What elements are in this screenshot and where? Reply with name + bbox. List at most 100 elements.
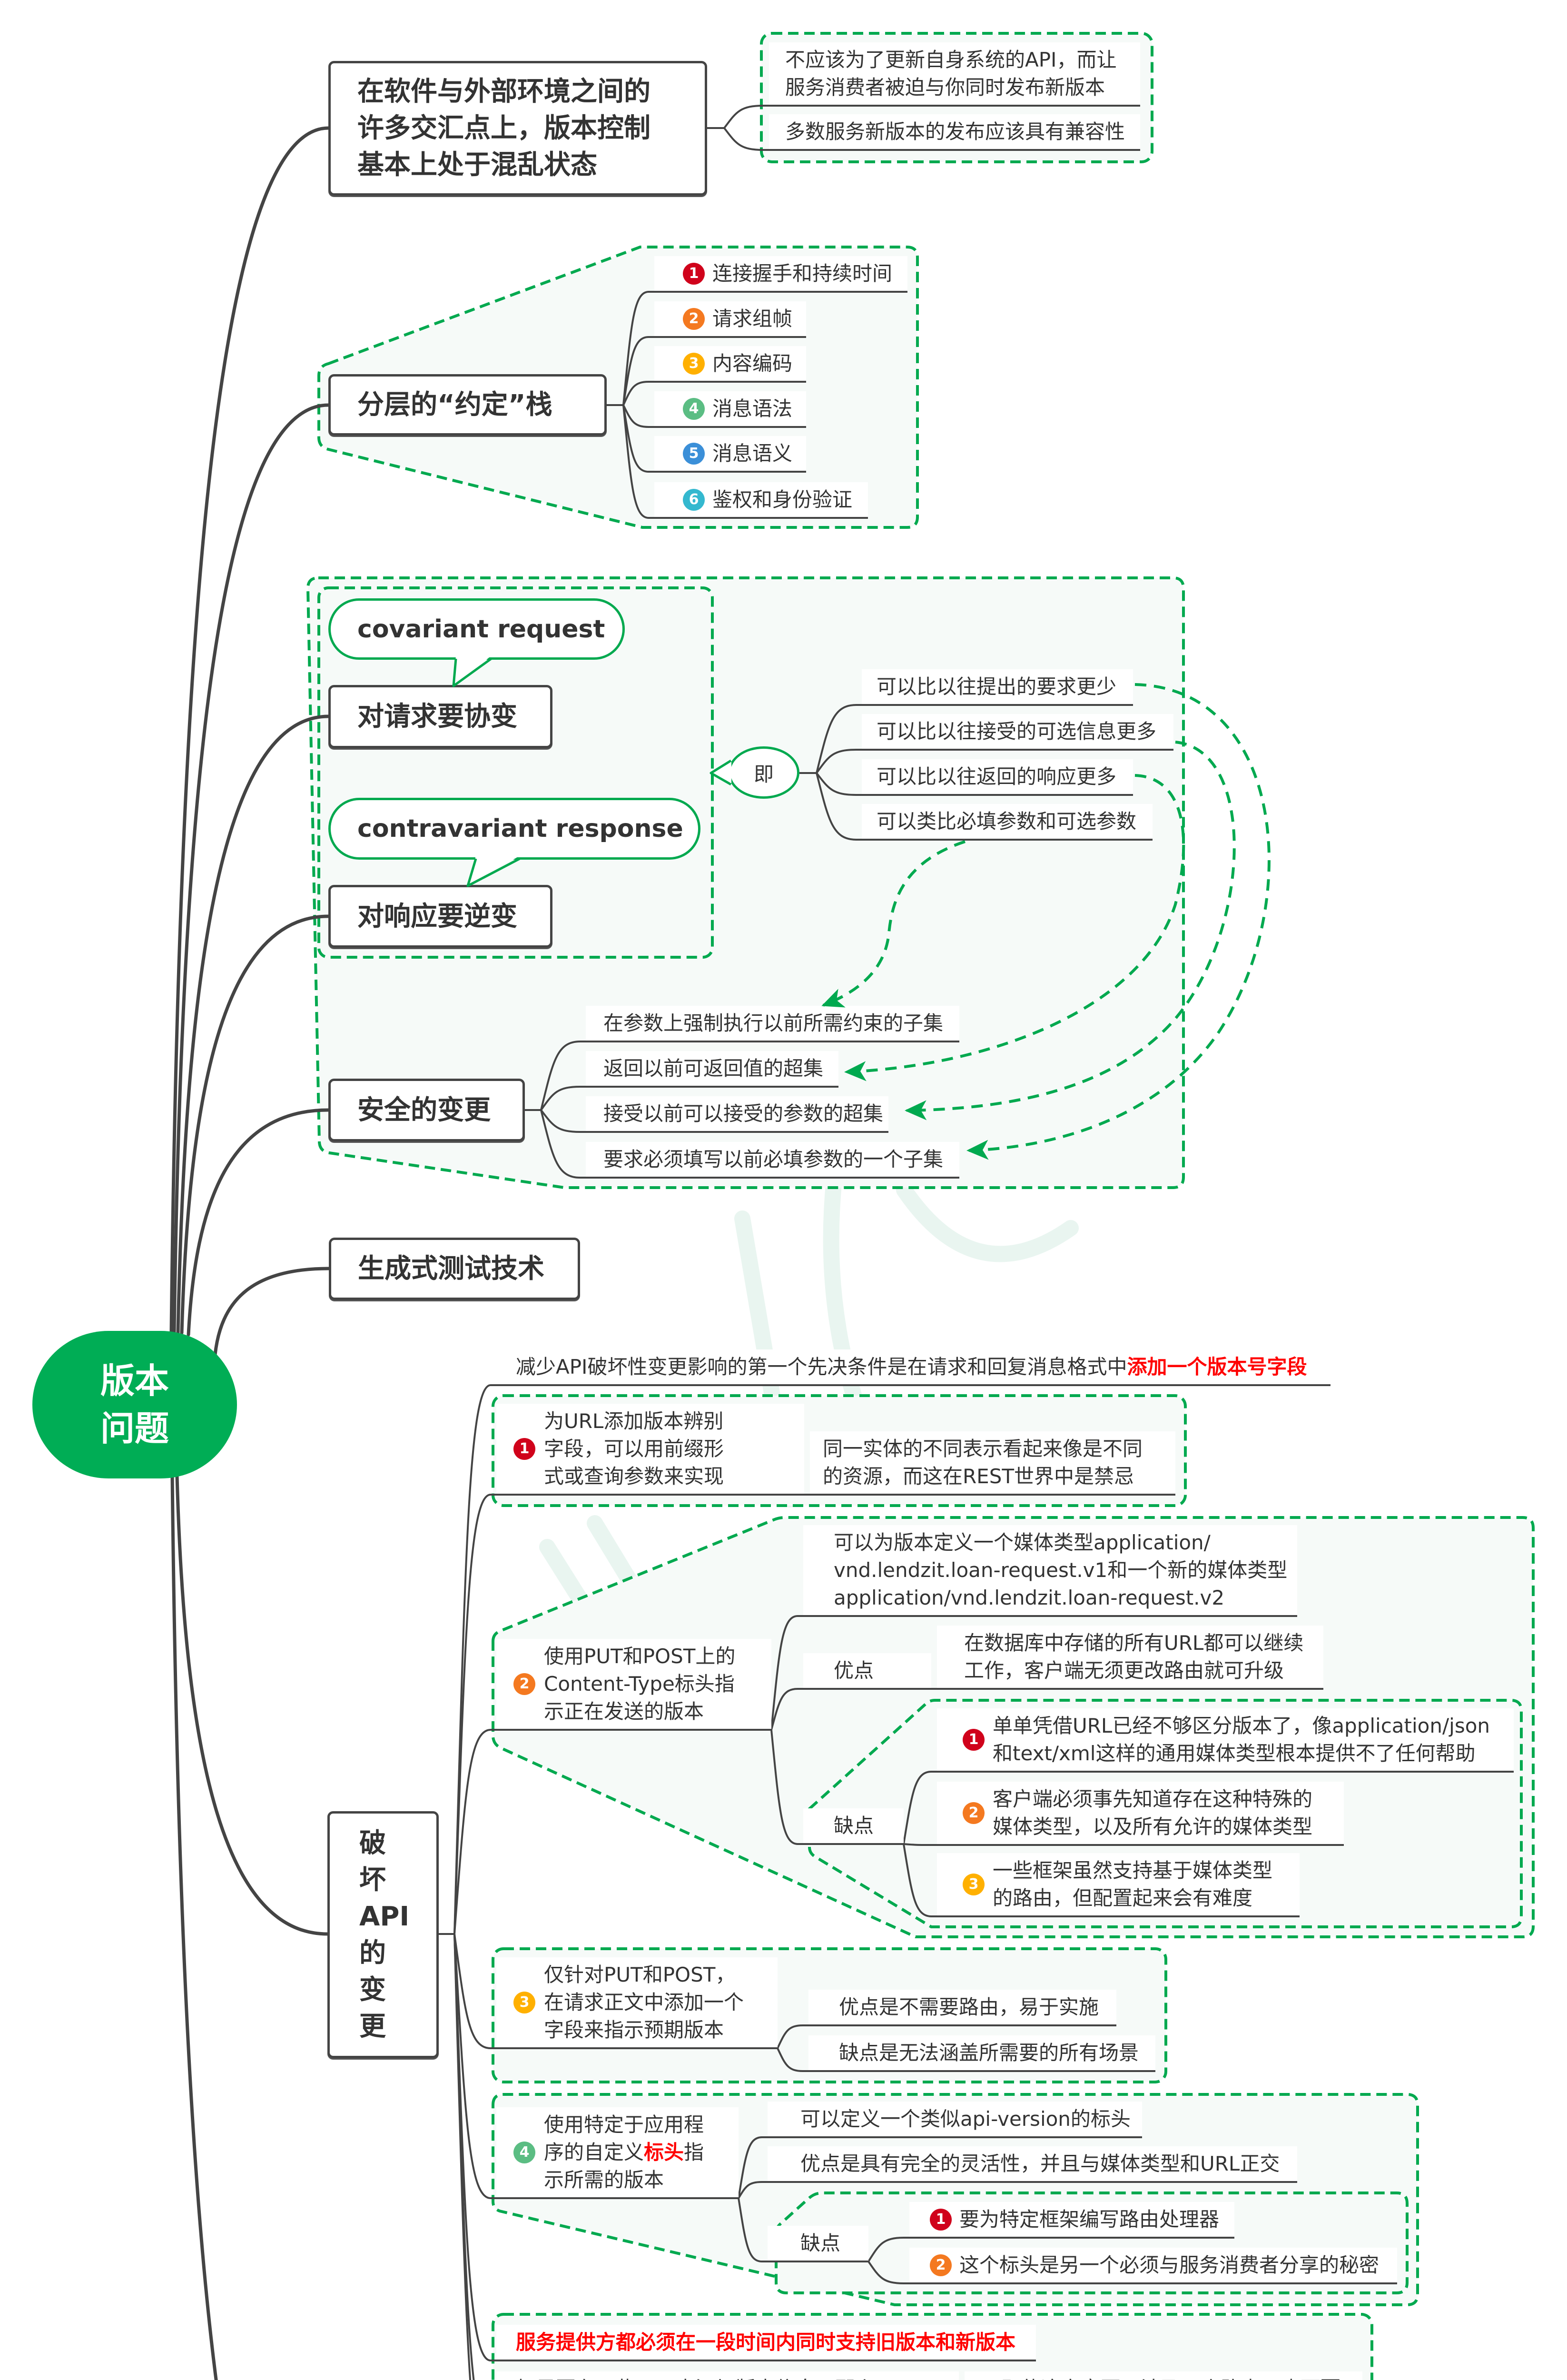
layer-label: 鉴权和身份验证 bbox=[712, 488, 853, 511]
content-type-con-item[interactable]: 3 一些框架虽然支持基于媒体类型 的路由，但配置起来会有难度 bbox=[931, 1853, 1300, 1917]
number-4-icon: 4 bbox=[683, 398, 705, 420]
item-line: 如果要在一些URL中添加版本信息，那么 bbox=[516, 2375, 959, 2380]
contract-stack-branch bbox=[622, 291, 649, 406]
contract-layer-item[interactable]: 5 消息语义 bbox=[649, 436, 806, 473]
item-line: 工作，客户端无须更改路由就可升级 bbox=[964, 1659, 1284, 1682]
content-type-con-item[interactable]: 1 单单凭借URL已经不够区分版本了，像application/json 和te… bbox=[931, 1708, 1514, 1773]
layer-label: 消息语义 bbox=[712, 442, 793, 465]
body-field-cons[interactable]: 缺点是无法涵盖所需要的所有场景 bbox=[803, 2035, 1155, 2072]
ie-summary-callout[interactable]: 即 bbox=[728, 746, 799, 799]
ie-branch bbox=[816, 773, 857, 841]
contract-layer-item[interactable]: 4 消息语法 bbox=[649, 391, 806, 428]
number-3-icon: 3 bbox=[683, 353, 705, 375]
breaking-changes-branch bbox=[453, 1384, 491, 1934]
guideline-url-all-routes[interactable]: 如果要在一些URL中添加版本信息，那么 务必同时在所有路由中都添加这个版本 bbox=[491, 2371, 959, 2380]
item-label: 返回以前可返回值的超集 bbox=[603, 1057, 824, 1080]
safe-change-item[interactable]: 要求必须填写以前必填参数的一个子集 bbox=[580, 1142, 959, 1179]
item-line: 的资源，而这在REST世界中是禁忌 bbox=[823, 1465, 1134, 1488]
content-type-pros[interactable]: 在数据库中存储的所有URL都可以继续 工作，客户端无须更改路由就可升级 bbox=[931, 1626, 1323, 1690]
topic-safe-changes[interactable]: 安全的变更 bbox=[328, 1079, 525, 1141]
custom-header-cons-branch bbox=[867, 2237, 904, 2262]
guideline-single-route-note[interactable]: 即使这次变更只涉及一个路由，也不要 强制用户记住哪些版本号对应哪些API bbox=[959, 2371, 1362, 2380]
chaos-note[interactable]: 多数服务新版本的发布应该具有兼容性 bbox=[763, 114, 1140, 151]
contract-layer-item[interactable]: 2 请求组帧 bbox=[649, 301, 806, 338]
approach-content-type[interactable]: 2 使用PUT和POST上的 Content-Type标头指 示正在发送的版本 bbox=[491, 1639, 771, 1731]
item-line: 为URL添加版本辨别 bbox=[544, 1409, 724, 1433]
covariant-request-callout[interactable]: covariant request bbox=[328, 598, 625, 660]
note-line: 不应该为了更新自身系统的API，而让 bbox=[785, 48, 1117, 71]
topic-breaking-changes[interactable]: 破 坏 API 的 变 更 bbox=[327, 1811, 439, 2058]
breaking-changes-branch bbox=[453, 1934, 491, 2199]
custom-header-pros[interactable]: 优点是具有完全的灵活性，并且与媒体类型和URL正交 bbox=[762, 2146, 1297, 2183]
variance-meaning-item[interactable]: 可以比以往提出的要求更少 bbox=[856, 669, 1133, 706]
ie-branch bbox=[816, 749, 857, 774]
layer-label: 连接握手和持续时间 bbox=[712, 262, 893, 285]
contract-layer-item[interactable]: 1 连接握手和持续时间 bbox=[649, 256, 907, 293]
root-topic[interactable]: 版本 问题 bbox=[32, 1331, 237, 1478]
custom-header-con-item[interactable]: 1 要为特定框架编写路由处理器 bbox=[904, 2202, 1234, 2239]
topic-title-line: 破 bbox=[359, 1827, 386, 1859]
item-line: application/vnd.lendzit.loan-request.v2 bbox=[834, 1586, 1225, 1609]
item-line: 示正在发送的版本 bbox=[544, 1700, 704, 1723]
breaking-changes-branch bbox=[453, 1934, 475, 2380]
topic-title-line: API bbox=[359, 1901, 410, 1932]
item-line: 同一实体的不同表示看起来像是不同 bbox=[823, 1437, 1143, 1460]
topic-contravariant-responses[interactable]: 对响应要逆变 bbox=[328, 885, 552, 948]
content-type-pros-label[interactable]: 优点 bbox=[798, 1653, 931, 1690]
contract-layer-item[interactable]: 3 内容编码 bbox=[649, 346, 806, 383]
approach-custom-header[interactable]: 4 使用特定于应用程 序的自定义标头指 示所需的版本 bbox=[491, 2107, 739, 2199]
content-type-con-item[interactable]: 2 客户端必须事先知道存在这种特殊的 媒体类型，以及所有允许的媒体类型 bbox=[931, 1782, 1344, 1846]
safe-changes-branch bbox=[540, 1110, 581, 1179]
safe-change-item[interactable]: 在参数上强制执行以前所需约束的子集 bbox=[580, 1006, 959, 1042]
variance-meaning-item[interactable]: 可以比以往返回的响应更多 bbox=[856, 759, 1133, 796]
item-label: 接受以前可以接受的参数的超集 bbox=[603, 1102, 884, 1125]
variance-inner-region bbox=[317, 586, 714, 959]
number-5-icon: 5 bbox=[683, 443, 705, 465]
topic-generative-testing[interactable]: 生成式测试技术 bbox=[329, 1238, 580, 1300]
breaking-changes-branch bbox=[453, 1934, 472, 2380]
variance-meaning-item[interactable]: 可以类比必填参数和可选参数 bbox=[856, 804, 1153, 841]
number-2-icon: 2 bbox=[930, 2254, 952, 2276]
trunk-to-breaking-changes bbox=[175, 1474, 329, 1936]
guideline-support-both[interactable]: 服务提供方都必须在一段时间内同时支持旧版本和新版本 bbox=[491, 2325, 1036, 2361]
topic-covariant-requests[interactable]: 对请求要协变 bbox=[328, 685, 552, 748]
custom-header-branch bbox=[738, 2136, 762, 2199]
content-type-example[interactable]: 可以为版本定义一个媒体类型application/ vnd.lendzit.lo… bbox=[798, 1525, 1297, 1617]
item-line: 在数据库中存储的所有URL都可以继续 bbox=[964, 1631, 1304, 1655]
approach-url-version[interactable]: 1 为URL添加版本辨别 字段，可以用前缀形 式或查询参数来实现 bbox=[491, 1404, 804, 1496]
topic-contract-stack[interactable]: 分层的“约定”栈 bbox=[328, 374, 607, 436]
item-label: 可以比以往提出的要求更少 bbox=[877, 675, 1117, 698]
content-type-cons-label[interactable]: 缺点 bbox=[798, 1808, 904, 1845]
custom-header-cons-label[interactable]: 缺点 bbox=[762, 2226, 868, 2262]
number-4-icon: 4 bbox=[513, 2142, 535, 2163]
variance-meaning-item[interactable]: 可以比以往接受的可选信息更多 bbox=[856, 714, 1173, 751]
note-line: 多数服务新版本的发布应该具有兼容性 bbox=[785, 120, 1125, 143]
item-label: 优点是具有完全的灵活性，并且与媒体类型和URL正交 bbox=[800, 2152, 1280, 2175]
content-type-branch bbox=[770, 1615, 798, 1730]
number-1-icon: 1 bbox=[683, 263, 705, 285]
number-2-icon: 2 bbox=[963, 1802, 985, 1824]
item-line: Content-Type标头指 bbox=[544, 1672, 735, 1696]
topic-versioning-chaos[interactable]: 在软件与外部环境之间的 许多交汇点上，版本控制 基本上处于混乱状态 bbox=[328, 61, 707, 196]
contravariant-response-callout[interactable]: contravariant response bbox=[328, 798, 700, 860]
approach-body-field[interactable]: 3 仅针对PUT和POST， 在请求正文中添加一个 字段来指示预期版本 bbox=[491, 1957, 778, 2049]
topic-title: 对请求要协变 bbox=[357, 701, 517, 732]
item-text: 减少API破坏性变更影响的第一个先决条件是在请求和回复消息格式中 bbox=[516, 1355, 1127, 1378]
chaos-note[interactable]: 不应该为了更新自身系统的API，而让 服务消费者被迫与你同时发布新版本 bbox=[763, 42, 1140, 107]
contract-stack-branch bbox=[622, 405, 649, 519]
trunk-to-other-systems bbox=[170, 1474, 218, 2380]
topic-title-line: 更 bbox=[359, 2011, 386, 2042]
prerequisite-item[interactable]: 减少API破坏性变更影响的第一个先决条件是在请求和回复消息格式中添加一个版本号字… bbox=[491, 1349, 1330, 1386]
safe-change-item[interactable]: 接受以前可以接受的参数的超集 bbox=[580, 1096, 888, 1133]
item-label: 缺点 bbox=[834, 1814, 874, 1837]
custom-header-con-item[interactable]: 2 这个标头是另一个必须与服务消费者分享的秘密 bbox=[904, 2248, 1397, 2284]
bold-text: 不要 bbox=[1301, 2377, 1340, 2380]
url-version-note[interactable]: 同一实体的不同表示看起来像是不同 的资源，而这在REST世界中是禁忌 bbox=[804, 1431, 1175, 1496]
safe-change-item[interactable]: 返回以前可返回值的超集 bbox=[580, 1051, 838, 1088]
contract-stack-branch bbox=[622, 405, 649, 428]
contract-layer-item[interactable]: 6 鉴权和身份验证 bbox=[649, 482, 868, 519]
custom-header-define[interactable]: 可以定义一个类似api-version的标头 bbox=[762, 2102, 1142, 2138]
safe-changes-branch bbox=[540, 1109, 581, 1133]
body-field-pros[interactable]: 优点是不需要路由，易于实施 bbox=[803, 1990, 1116, 2026]
